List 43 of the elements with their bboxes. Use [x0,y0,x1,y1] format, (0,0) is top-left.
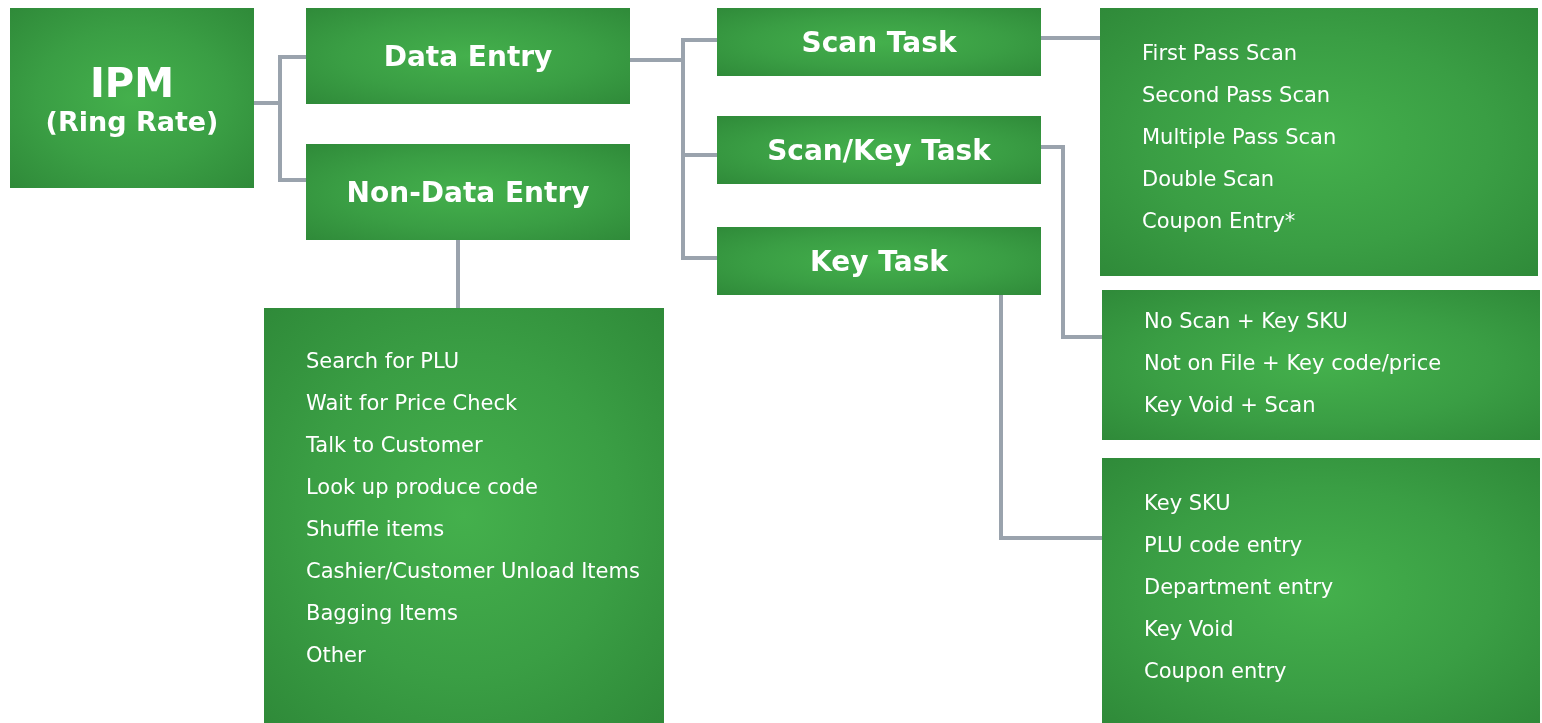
list-item: Search for PLU [306,348,461,374]
connector-line [1041,36,1100,40]
connector-line [456,240,460,308]
list-box [264,308,664,723]
list-box [1100,8,1538,276]
list-box [1102,458,1540,723]
list-item: Double Scan [1142,166,1276,192]
box-title: Non-Data Entry [346,175,590,209]
list-box [1102,290,1540,440]
connector-line [1041,145,1102,339]
list-item: Key Void + Scan [1144,392,1317,418]
category-box [717,8,1041,76]
list-item: Second Pass Scan [1142,82,1332,108]
category-box [10,8,254,188]
box-subtitle: (Ring Rate) [45,105,219,137]
list-item: Look up produce code [306,474,539,500]
category-box [306,144,630,240]
category-box [717,116,1041,184]
box-title: Data Entry [383,39,553,73]
list-item: Key Void [1144,616,1235,642]
list-item: Coupon entry [1144,658,1288,684]
connector-line [999,295,1102,540]
box-title: IPM [90,59,174,106]
list-item: Other [306,642,367,668]
list-item: Talk to Customer [306,432,484,458]
list-item: Coupon Entry* [1142,208,1297,234]
list-item: Cashier/Customer Unload Items [306,558,641,584]
box-title: Scan/Key Task [767,133,991,167]
category-box [306,8,630,104]
list-item: Multiple Pass Scan [1142,124,1338,150]
list-item: First Pass Scan [1142,40,1299,66]
list-item: Department entry [1144,574,1335,600]
box-title: Scan Task [801,25,957,59]
list-item: No Scan + Key SKU [1144,308,1349,334]
connector-line [254,101,306,182]
category-box [717,227,1041,295]
list-item: Key SKU [1144,490,1232,516]
list-item: Shuffle items [306,516,446,542]
box-title: Key Task [810,244,948,278]
list-item: Not on File + Key code/price [1144,350,1443,376]
list-item: PLU code entry [1144,532,1304,558]
list-item: Wait for Price Check [306,390,519,416]
list-item: Bagging Items [306,600,459,626]
